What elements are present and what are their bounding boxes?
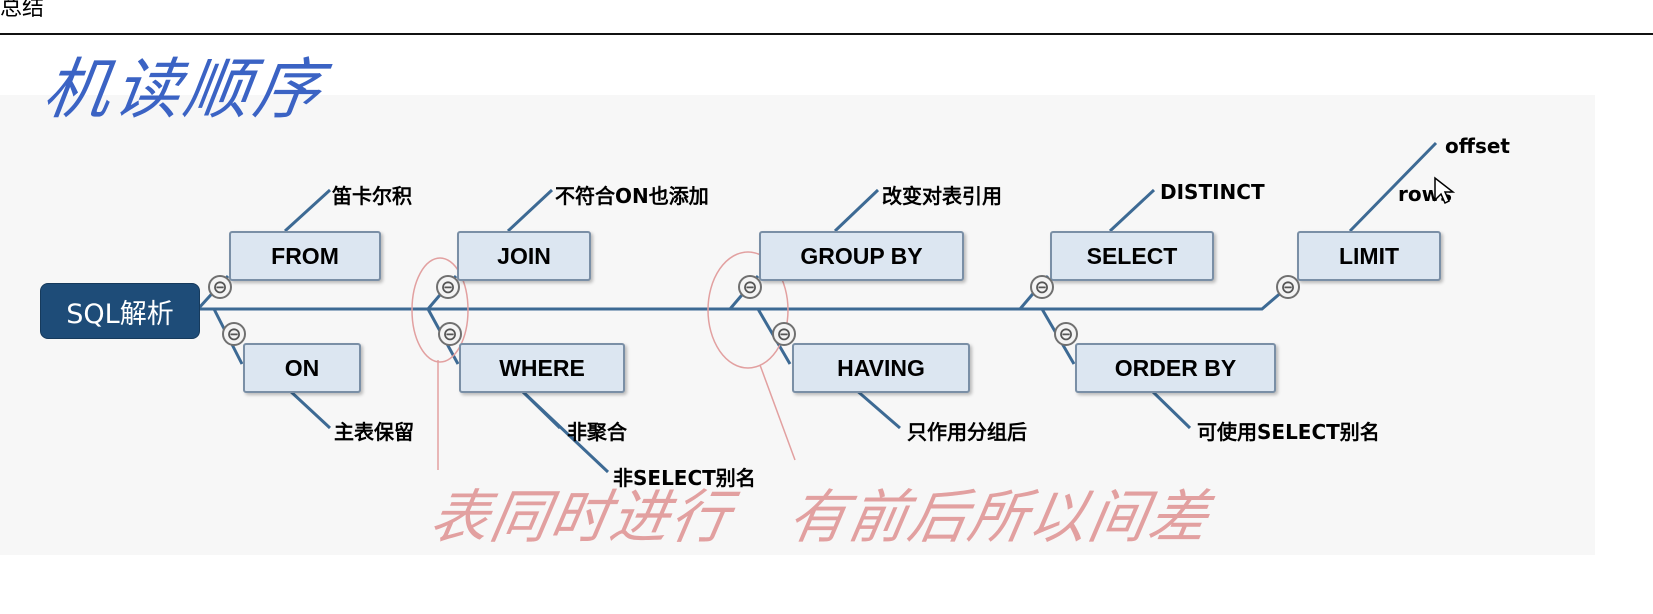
collapse-toggle-group-by[interactable]: ⊖ [738,275,762,299]
note-order-by: 可使用SELECT别名 [1197,420,1380,444]
node-group-by[interactable]: GROUP BY [759,231,964,281]
note-limit-offset: offset [1445,134,1510,158]
root-node-sql-parse[interactable]: SQL解析 [40,283,200,339]
diagram-canvas [0,95,1595,555]
node-join[interactable]: JOIN [457,231,591,281]
node-where[interactable]: WHERE [459,343,625,393]
header-divider [0,33,1653,35]
note-on: 主表保留 [334,420,414,444]
node-having[interactable]: HAVING [792,343,970,393]
handwritten-note-order: 机读顺序 [38,51,330,128]
collapse-toggle-select[interactable]: ⊖ [1030,275,1054,299]
note-where-non-alias: 非SELECT别名 [613,466,756,490]
collapse-toggle-where[interactable]: ⊖ [438,322,462,346]
collapse-toggle-join[interactable]: ⊖ [436,275,460,299]
page-title: 总结 [0,0,45,21]
mouse-cursor-icon [1434,176,1455,205]
node-on[interactable]: ON [243,343,361,393]
collapse-toggle-on[interactable]: ⊖ [222,322,246,346]
node-from[interactable]: FROM [229,231,381,281]
collapse-toggle-from[interactable]: ⊖ [208,275,232,299]
note-where-non-aggregate: 非聚合 [567,420,627,444]
collapse-toggle-order-by[interactable]: ⊖ [1054,322,1078,346]
node-limit[interactable]: LIMIT [1297,231,1441,281]
node-select[interactable]: SELECT [1050,231,1214,281]
node-order-by[interactable]: ORDER BY [1075,343,1276,393]
note-having: 只作用分组后 [907,420,1027,444]
note-from: 笛卡尔积 [332,184,412,208]
collapse-toggle-limit[interactable]: ⊖ [1276,275,1300,299]
handwritten-note-right: 有前后所以间差 [783,483,1216,551]
note-join: 不符合ON也添加 [555,184,709,208]
collapse-toggle-having[interactable]: ⊖ [772,322,796,346]
note-group-by: 改变对表引用 [882,184,1002,208]
note-select: DISTINCT [1160,180,1265,204]
